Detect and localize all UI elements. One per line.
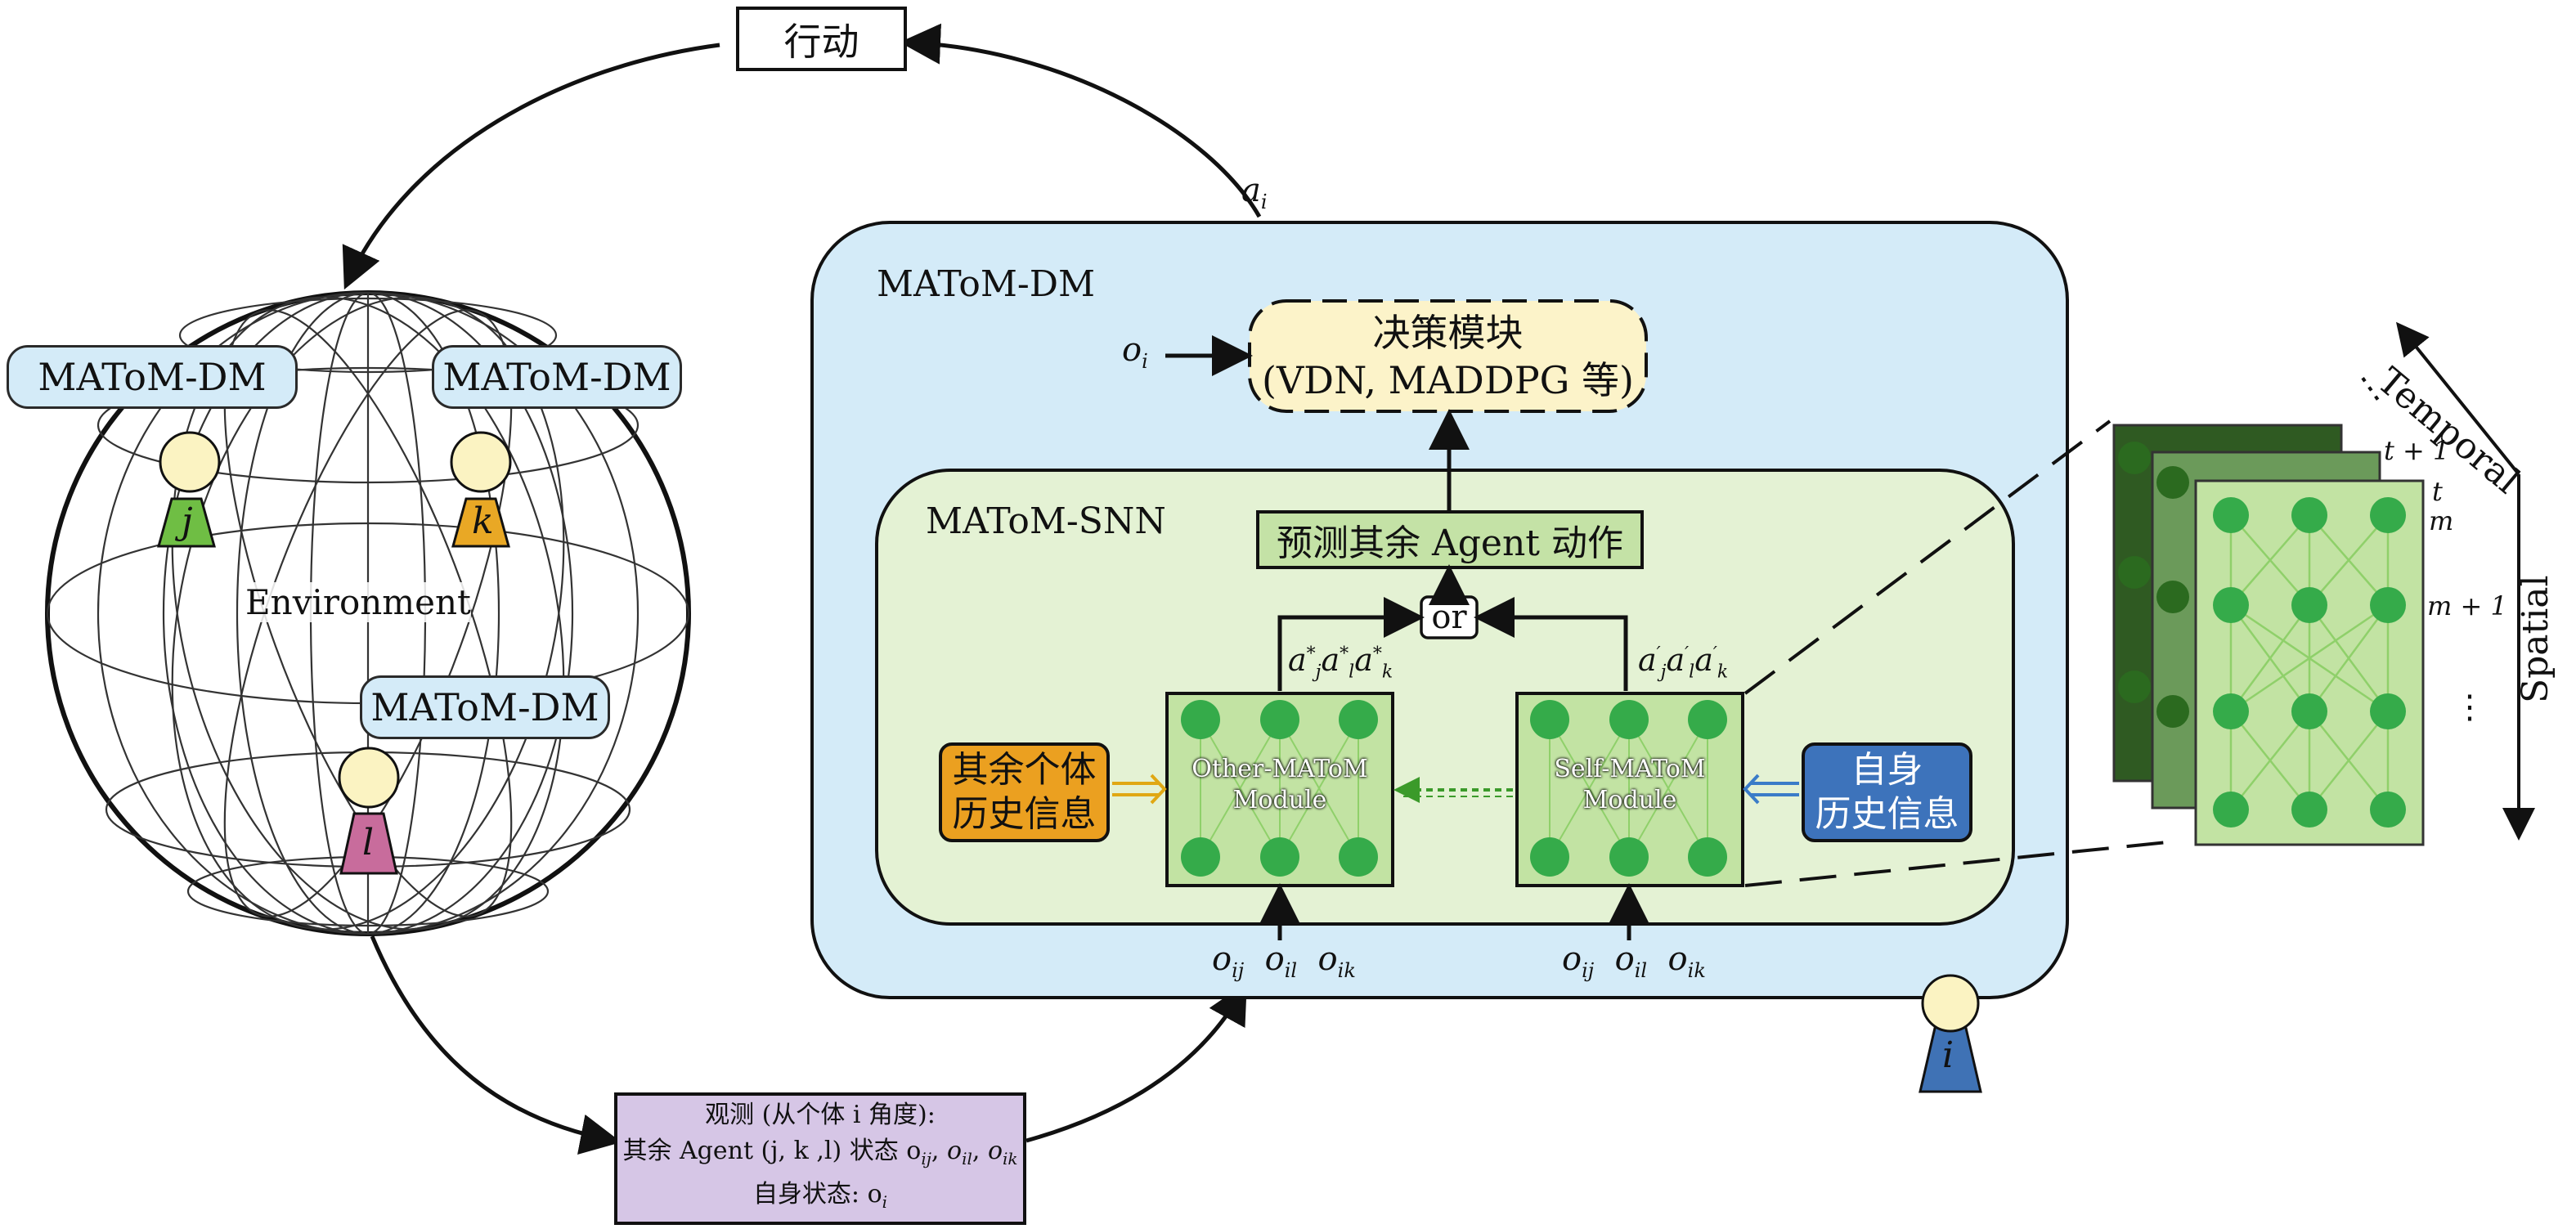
- agent-j-figure: [157, 431, 221, 548]
- decision-module-label: 决策模块 (VDN, MADDPG 等): [1262, 310, 1634, 402]
- action-box: [736, 7, 907, 71]
- self-to-or-arrow: [1474, 597, 1628, 691]
- environment-to-observation-arrow: [370, 935, 622, 1155]
- other-info-label: 其余个体 历史信息: [952, 749, 1097, 835]
- matom-dm-pill-k: MAToM-DM: [432, 345, 682, 409]
- self-info-label: 自身 历史信息: [1815, 749, 1959, 835]
- self-info-arrow: [1743, 774, 1799, 805]
- action-to-environment-arrow: [342, 43, 720, 290]
- time-label-t1: t + 1: [2384, 435, 2450, 466]
- action-arrow-label: ai: [1241, 172, 1268, 213]
- self-info-box: [1802, 742, 1972, 842]
- agent-j-letter: j: [182, 500, 193, 542]
- other-info-arrow: [1112, 774, 1167, 805]
- matom-snn-title: MAToM-SNN: [926, 500, 1166, 542]
- layer-label-m: m: [2429, 505, 2454, 536]
- predict-actions-label: 预测其余 Agent 动作: [1277, 523, 1623, 564]
- action-label: 行动: [783, 19, 859, 64]
- other-to-or-arrow: [1277, 597, 1425, 691]
- observation-box: [614, 1092, 1026, 1225]
- observation-label: 观测 (从个体 i 角度): 其余 Agent (j, k ,l) 状态 oij…: [622, 1101, 1018, 1212]
- observation-to-agent-arrow: [1025, 982, 1247, 1143]
- agent-k-figure: [450, 431, 512, 548]
- other-module-label: Other-MAToM Module: [1192, 755, 1368, 814]
- agent-i-letter: i: [1942, 1034, 1954, 1076]
- agent-l-letter: l: [362, 822, 375, 863]
- agent-k-letter: k: [472, 500, 494, 542]
- agent-l-figure: [338, 747, 400, 875]
- agent-to-action-arrow: [900, 23, 1262, 218]
- other-module-outputs: a*ja*la*k: [1288, 642, 1393, 683]
- matom-dm-pill-j: MAToM-DM: [7, 345, 298, 409]
- layer-label-m1: m + 1: [2427, 590, 2507, 621]
- zoom-line-top: [1744, 419, 2112, 695]
- temporal-axis-arrow: [2395, 321, 2520, 476]
- snn-temporal-stack: [2112, 424, 2425, 846]
- agent-i-figure: [1919, 974, 1982, 1093]
- zoom-line-bottom: [1744, 841, 2168, 887]
- environment-label: Environment: [245, 582, 471, 622]
- self-matom-module: [1515, 692, 1744, 887]
- matom-dm-title: MAToM-DM: [877, 263, 1096, 305]
- other-info-box: [939, 742, 1110, 842]
- oi-input-label: oi: [1122, 331, 1148, 373]
- self-module-obs-inputs: oij oil oik: [1562, 940, 1706, 982]
- spatial-label: Spatial: [2515, 575, 2556, 703]
- matom-dm-pill-l: MAToM-DM: [360, 675, 610, 739]
- or-label: or: [1431, 599, 1467, 636]
- ellipsis-spatial: ⋮: [2453, 689, 2486, 726]
- other-module-obs-inputs: oij oil oik: [1212, 940, 1356, 982]
- self-module-label: Self-MAToM Module: [1554, 755, 1706, 814]
- time-label-t: t: [2432, 476, 2443, 507]
- self-module-outputs: a′ja′la′k: [1638, 642, 1729, 683]
